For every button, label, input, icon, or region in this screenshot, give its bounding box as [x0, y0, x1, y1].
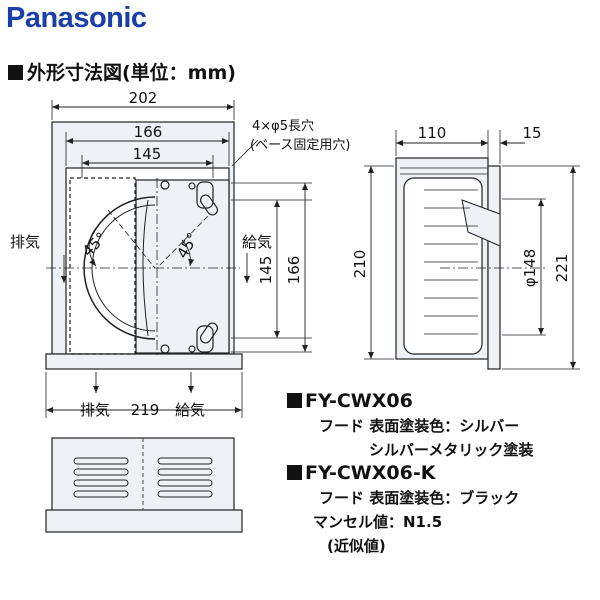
exhaust-panel-dashed [69, 177, 136, 355]
dim-label-166-v: 166 [285, 256, 303, 285]
bullet-square-icon [8, 65, 23, 80]
spec-model-2-line3: (近似値) [327, 537, 386, 555]
spec-model-1: FY-CWX06 [287, 390, 533, 412]
slot-bottom-2 [199, 322, 219, 344]
dim-label-15: 15 [522, 124, 541, 142]
spec-model-1-line1: フード 表面塗装色：シルバー [319, 417, 520, 435]
dim-label-148: φ148 [521, 249, 539, 288]
bottom-view [45, 437, 243, 533]
angle-arc-left [88, 227, 97, 267]
slot-bottom-1 [196, 325, 214, 353]
label-exhaust-left: 排気 [10, 233, 40, 251]
slot-note-line1: 4×φ5長穴 [252, 119, 314, 134]
bottom-flange [45, 353, 243, 370]
side-flange [487, 165, 501, 370]
spec-model-2-line1: フード 表面塗装色：ブラック [319, 489, 520, 507]
label-exhaust-bottom: 排気 [80, 401, 110, 419]
hole-2 [160, 344, 170, 354]
dim-label-221: 221 [553, 254, 571, 283]
bottom-view-flange [45, 509, 243, 533]
drawing-title-text: 外形寸法図(単位：mm) [27, 62, 236, 84]
label-supply-right: 給気 [242, 233, 272, 251]
vent-louver [142, 199, 149, 337]
side-hood [461, 199, 501, 247]
angle-line-left [107, 209, 156, 269]
slot-top-2 [199, 194, 219, 216]
hole-1 [160, 180, 170, 190]
spec-model-2-line2: マンセル値：N1.5 [313, 513, 443, 531]
dim-label-145-v: 145 [257, 256, 275, 285]
drawing-title: 外形寸法図(単位：mm) [8, 58, 236, 85]
bullet-square-icon [287, 465, 302, 480]
spec-block: FY-CWX06 フード 表面塗装色：シルバー シルバーメタリック塗装 FY-C… [287, 390, 533, 556]
side-view [364, 130, 580, 370]
spec-model-2: FY-CWX06-K [287, 462, 533, 484]
angle-arc-right [181, 239, 195, 267]
slot-note-line2: (ベース固定用穴) [250, 138, 351, 153]
spec-model-1-line2: シルバーメタリック塗装 [369, 441, 534, 459]
label-supply-bottom: 給気 [175, 401, 205, 419]
bullet-square-icon [287, 393, 302, 408]
hole-4 [188, 345, 196, 353]
mounting-plate [135, 179, 230, 354]
front-view [45, 100, 312, 418]
side-inner [403, 177, 483, 355]
leader-line [231, 139, 259, 167]
hole-3 [188, 182, 196, 190]
dim-label-202: 202 [129, 89, 158, 107]
dim-label-145: 145 [133, 145, 162, 163]
dim-label-166: 166 [134, 123, 163, 141]
brand-logo: Panasonic [6, 2, 147, 34]
angle-line-right [156, 215, 209, 269]
dim-label-110: 110 [418, 124, 447, 142]
dim-label-219: 219 [131, 401, 160, 419]
dim-label-210: 210 [351, 250, 369, 279]
